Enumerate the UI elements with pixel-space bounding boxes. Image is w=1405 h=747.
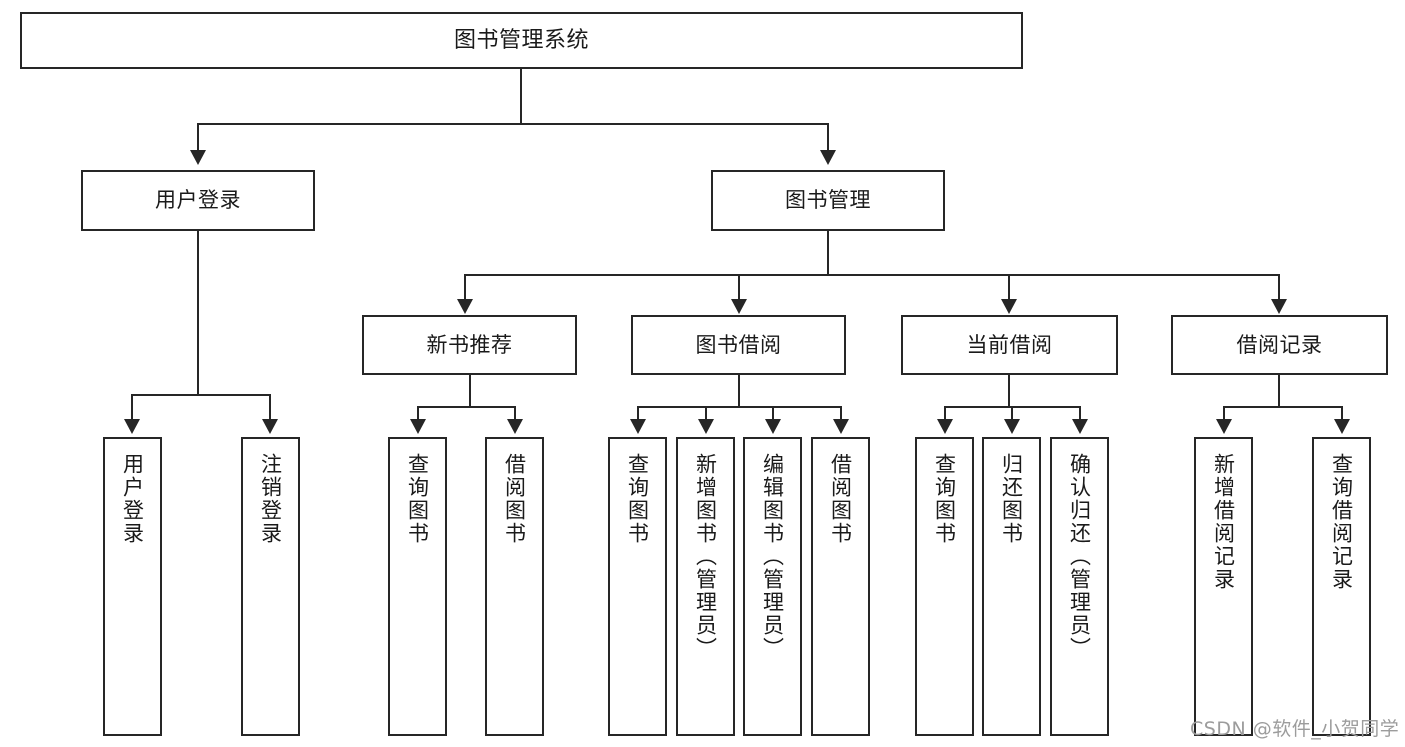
edge-user-login-stem [197,231,199,395]
leaf-new-book-query[interactable]: 查询图书 [388,437,447,736]
node-label: 归还图书 [999,453,1024,545]
edge-current-borrow-to-leaf-1 [944,406,946,422]
node-label: 新增借阅记录 [1211,453,1236,591]
arrow-book-borrow-to-leaf-3 [765,419,781,434]
arrow-current-borrow-to-leaf-3 [1072,419,1088,434]
edge-current-borrow-stem [1008,375,1010,407]
edge-user-login-to-leaf-1 [131,394,133,422]
leaf-current-borrow-return[interactable]: 归还图书 [982,437,1041,736]
node-label: 查询图书 [932,453,957,545]
node-label: 查询图书 [405,453,430,545]
leaf-book-borrow-borrow[interactable]: 借阅图书 [811,437,870,736]
leaf-borrow-record-query[interactable]: 查询借阅记录 [1312,437,1371,736]
arrow-user-login-to-leaf-2 [262,419,278,434]
arrow-book-mgmt-to-new-book [457,299,473,314]
arrow-book-mgmt-to-book-borrow [731,299,747,314]
arrow-borrow-record-to-leaf-1 [1216,419,1232,434]
edge-book-borrow-bus [637,406,840,408]
arrow-root-to-book-mgmt [820,150,836,165]
node-new-book-recommend[interactable]: 新书推荐 [362,315,577,375]
edge-user-login-to-leaf-2 [269,394,271,422]
arrow-book-borrow-to-leaf-4 [833,419,849,434]
edge-book-borrow-to-leaf-4 [840,406,842,422]
leaf-book-borrow-add[interactable]: 新增图书（管理员） [676,437,735,736]
node-borrow-record[interactable]: 借阅记录 [1171,315,1388,375]
edge-root-bus [197,123,828,125]
leaf-user-login-login[interactable]: 用户登录 [103,437,162,736]
leaf-current-borrow-confirm[interactable]: 确认归还（管理员） [1050,437,1109,736]
edge-new-book-to-leaf-1 [417,406,419,422]
leaf-new-book-borrow[interactable]: 借阅图书 [485,437,544,736]
leaf-user-login-logout[interactable]: 注销登录 [241,437,300,736]
edge-root-stem [520,69,522,124]
edge-book-mgmt-bus [464,274,1278,276]
arrow-book-mgmt-to-current-borrow [1001,299,1017,314]
node-book-management[interactable]: 图书管理 [711,170,945,231]
node-label: 借阅图书 [828,453,853,545]
edge-book-mgmt-to-borrow-record [1278,274,1280,302]
edge-book-mgmt-to-new-book [464,274,466,302]
edge-new-book-bus [417,406,515,408]
leaf-book-borrow-edit[interactable]: 编辑图书（管理员） [743,437,802,736]
edge-current-borrow-to-leaf-2 [1011,406,1013,422]
edge-current-borrow-to-leaf-3 [1079,406,1081,422]
edge-book-mgmt-stem [827,231,829,275]
edge-root-to-user-login [197,123,199,153]
node-label: 编辑图书（管理员） [760,453,785,660]
node-current-borrow[interactable]: 当前借阅 [901,315,1118,375]
node-label: 注销登录 [258,453,283,545]
node-user-login[interactable]: 用户登录 [81,170,315,231]
edge-book-borrow-to-leaf-2 [705,406,707,422]
edge-book-borrow-to-leaf-3 [772,406,774,422]
node-book-borrow[interactable]: 图书借阅 [631,315,846,375]
arrow-current-borrow-to-leaf-1 [937,419,953,434]
node-label: 用户登录 [155,188,241,213]
edge-borrow-record-to-leaf-1 [1223,406,1225,422]
arrow-book-borrow-to-leaf-1 [630,419,646,434]
node-label: 当前借阅 [966,332,1053,357]
arrow-book-borrow-to-leaf-2 [698,419,714,434]
edge-root-to-book-mgmt [827,123,829,153]
edge-borrow-record-stem [1278,375,1280,407]
edge-book-mgmt-to-book-borrow [738,274,740,302]
node-label: 借阅图书 [502,453,527,545]
node-label: 新增图书（管理员） [693,453,718,660]
node-label: 图书管理 [785,188,871,213]
node-label: 查询借阅记录 [1329,453,1354,591]
node-label: 用户登录 [120,453,145,545]
arrow-book-mgmt-to-borrow-record [1271,299,1287,314]
node-label: 查询图书 [625,453,650,545]
arrow-borrow-record-to-leaf-2 [1334,419,1350,434]
arrow-current-borrow-to-leaf-2 [1004,419,1020,434]
node-label: 图书借阅 [695,332,782,357]
leaf-borrow-record-add[interactable]: 新增借阅记录 [1194,437,1253,736]
leaf-book-borrow-query[interactable]: 查询图书 [608,437,667,736]
edge-borrow-record-bus [1223,406,1342,408]
arrow-new-book-to-leaf-1 [410,419,426,434]
node-label: 图书管理系统 [453,27,589,53]
arrow-user-login-to-leaf-1 [124,419,140,434]
edge-book-borrow-to-leaf-1 [637,406,639,422]
edge-new-book-to-leaf-2 [514,406,516,422]
edge-user-login-bus [131,394,271,396]
edge-book-borrow-stem [738,375,740,407]
edge-new-book-stem [469,375,471,407]
arrow-root-to-user-login [190,150,206,165]
leaf-current-borrow-query[interactable]: 查询图书 [915,437,974,736]
node-label: 新书推荐 [426,332,513,357]
node-label: 借阅记录 [1236,332,1323,357]
arrow-new-book-to-leaf-2 [507,419,523,434]
edge-book-mgmt-to-current-borrow [1008,274,1010,302]
node-label: 确认归还（管理员） [1067,453,1092,660]
node-root-system[interactable]: 图书管理系统 [20,12,1023,69]
edge-borrow-record-to-leaf-2 [1341,406,1343,422]
